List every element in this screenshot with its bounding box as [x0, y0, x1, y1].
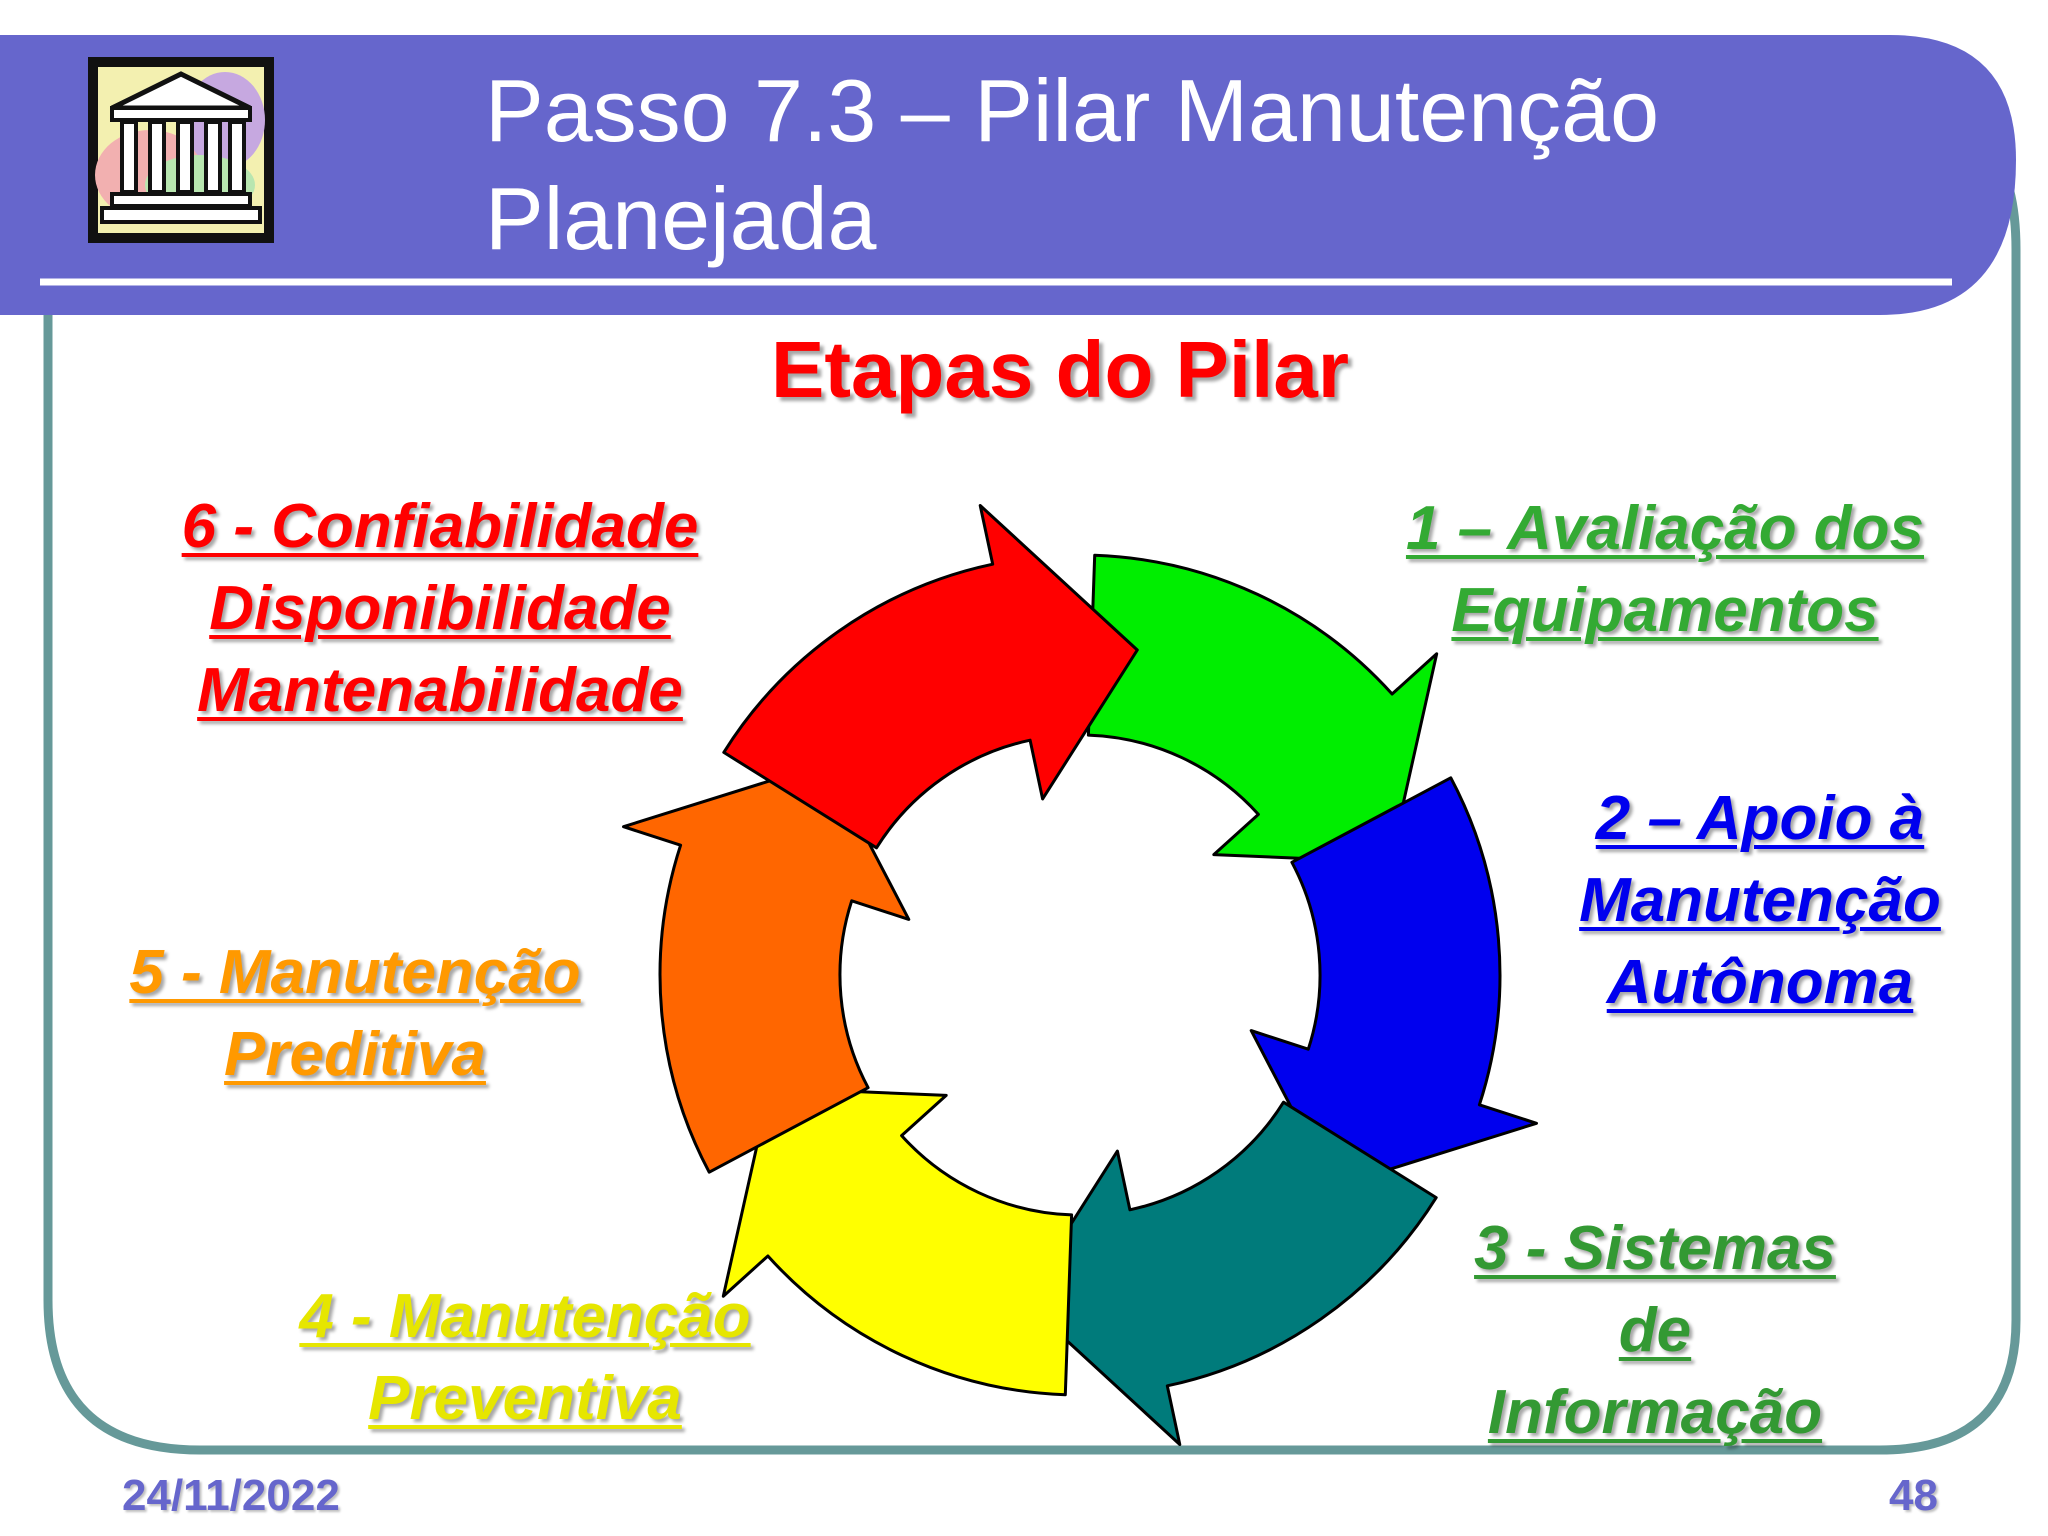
step-3-line-2: de	[1618, 1296, 1692, 1365]
step-1-line-1: 1 – Avaliação dos	[1405, 494, 1925, 563]
step-5-line-2: Preditiva	[224, 1020, 486, 1089]
cycle-arrow-step-1	[1086, 553, 1439, 864]
step-4-line-1: 4 - Manutenção	[299, 1282, 751, 1351]
cycle-arrow-step-6	[722, 504, 1139, 850]
step-2-label: 2 – Apoio à Manutenção Autônoma	[1540, 778, 1980, 1024]
step-3-label: 3 - Sistemas de Informação	[1420, 1208, 1890, 1454]
step-6-line-1: 6 - Confiabilidade	[181, 492, 699, 561]
cycle-arrow-step-5	[622, 761, 911, 1174]
diagram-heading: Etapas do Pilar	[771, 325, 1349, 414]
step-6-label: 6 - Confiabilidade Disponibilidade Mante…	[140, 486, 740, 732]
temple-building-icon	[88, 57, 274, 243]
step-6-line-3: Mantenabilidade	[197, 656, 683, 725]
step-1-line-2: Equipamentos	[1451, 576, 1879, 645]
step-2-line-2: Manutenção	[1579, 866, 1941, 935]
cycle-arrow-step-4	[721, 1086, 1074, 1397]
step-6-line-2: Disponibilidade	[209, 574, 671, 643]
step-4-label: 4 - Manutenção Preventiva	[260, 1276, 790, 1440]
step-5-line-1: 5 - Manutenção	[129, 938, 581, 1007]
step-5-label: 5 - Manutenção Preditiva	[90, 932, 620, 1096]
step-3-line-1: 3 - Sistemas	[1474, 1214, 1836, 1283]
step-1-label: 1 – Avaliação dos Equipamentos	[1370, 488, 1960, 652]
page-title: Passo 7.3 – Pilar Manutenção	[485, 61, 1660, 160]
content-border	[43, 147, 2021, 1455]
step-2-line-3: Autônoma	[1606, 948, 1914, 1017]
step-3-line-3: Informação	[1487, 1378, 1823, 1447]
header-band	[0, 35, 2016, 315]
cycle-arrow-step-2	[1249, 776, 1538, 1189]
cycle-diagram	[622, 504, 1538, 1446]
page-title-continued: Planejada	[485, 169, 877, 268]
step-4-line-2: Preventiva	[368, 1364, 682, 1433]
footer-page-number: 48	[1889, 1471, 1938, 1520]
footer-date: 24/11/2022	[122, 1471, 340, 1520]
cycle-arrow-step-3	[1021, 1100, 1438, 1446]
step-2-line-1: 2 – Apoio à	[1595, 784, 1925, 853]
